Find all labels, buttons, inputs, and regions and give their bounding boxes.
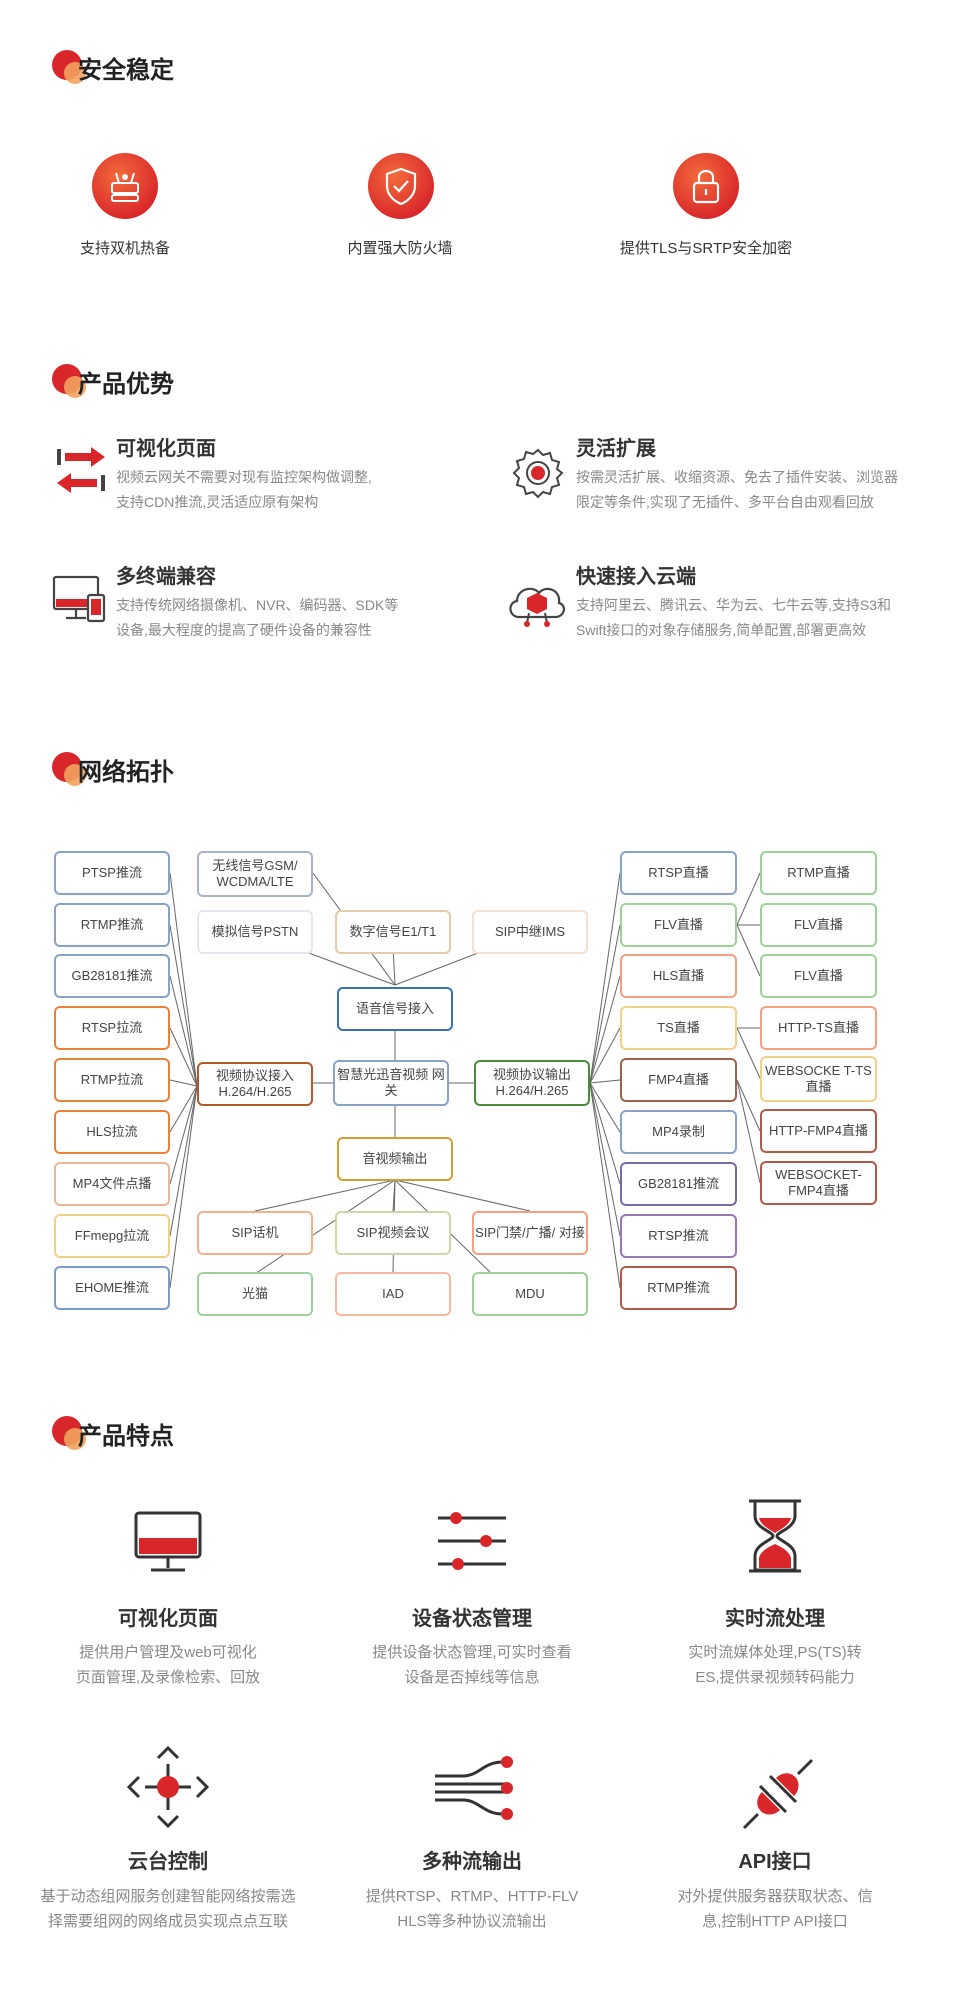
security-item-label: 支持双机热备 [79, 240, 170, 257]
topology-node: SIP中继IMS [472, 910, 588, 954]
feature-title: 云台控制 [128, 1851, 208, 1873]
topology-node: MP4录制 [620, 1110, 737, 1154]
feature-desc: 基于动态组网服务创建智能网络按需选择需要组网的网络成员实现点点互联 [40, 1888, 296, 1930]
advantage-desc: 按需灵活扩展、收缩资源、免去了插件安装、浏览器限定等条件,实现了无插件、多平台自… [576, 469, 898, 510]
plug-icon [740, 1756, 816, 1832]
topology-node: RTSP推流 [620, 1214, 737, 1258]
topology-node: HLS拉流 [54, 1110, 170, 1154]
stream-lines-icon [433, 1756, 515, 1820]
topology-node: RTMP推流 [54, 903, 170, 947]
topology-node: MP4文件点播 [54, 1162, 170, 1206]
topology-node: 光猫 [197, 1272, 313, 1316]
advantage-title: 快速接入云端 [576, 566, 696, 588]
topology-node: IAD [335, 1272, 451, 1316]
topology-node: RTMP直播 [760, 851, 877, 895]
topology-node-voice-access: 语音信号接入 [337, 987, 453, 1031]
feature-title: 可视化页面 [118, 1608, 218, 1630]
topology-node: GB28181推流 [54, 954, 170, 998]
topology-node: FMP4直播 [620, 1058, 737, 1102]
cloud-icon [505, 577, 569, 629]
hourglass-icon [747, 1498, 803, 1574]
feature-title: 实时流处理 [725, 1608, 825, 1630]
topology-node: SIP视频会议 [335, 1211, 451, 1255]
security-item-label: 内置强大防火墙 [347, 240, 453, 257]
gear-icon [512, 447, 564, 499]
topology-node-video-out: 视频协议输出 H.264/H.265 [474, 1060, 590, 1106]
topology-node: FFmepg拉流 [54, 1214, 170, 1258]
feature-title: API接口 [738, 1851, 812, 1873]
topology-node: HTTP-FMP4直播 [760, 1109, 877, 1153]
topology-node-gateway: 智慧光迅音视频 网关 [333, 1060, 449, 1106]
topology-node: SIP门禁/广播/ 对接 [472, 1211, 588, 1255]
advantage-title: 多终端兼容 [116, 566, 216, 588]
lock-icon [673, 153, 739, 219]
feature-title: 设备状态管理 [412, 1608, 532, 1630]
topology-node-video-in: 视频协议接入 H.264/H.265 [197, 1062, 313, 1106]
topology-node: PTSP推流 [54, 851, 170, 895]
monitor-icon [133, 1510, 203, 1574]
sliders-icon [436, 1508, 508, 1574]
topology-node: EHOME推流 [54, 1266, 170, 1310]
topology-node: WEBSOCKET- FMP4直播 [760, 1161, 877, 1205]
transfer-arrows-icon [55, 445, 107, 497]
topology-node-av-output: 音视频输出 [337, 1137, 453, 1181]
topology-node: 无线信号GSM/ WCDMA/LTE [197, 851, 313, 897]
security-item-label: 提供TLS与SRTP安全加密 [619, 240, 793, 257]
shield-icon [368, 153, 434, 219]
topology-node: RTMP拉流 [54, 1058, 170, 1102]
topology-node: RTSP拉流 [54, 1006, 170, 1050]
topology-node: FLV直播 [620, 903, 737, 947]
topology-node: MDU [472, 1272, 588, 1316]
advantage-desc: 视频云网关不需要对现有监控架构做调整,支持CDN推流,灵活适应原有架构 [116, 469, 372, 510]
feature-desc: 对外提供服务器获取状态、信息,控制HTTP API接口 [677, 1888, 873, 1930]
topology-node: FLV直播 [760, 903, 877, 947]
feature-desc: 提供用户管理及web可视化页面管理,及录像检索、回放 [75, 1644, 261, 1686]
advantage-desc: 支持传统网络摄像机、NVR、编码器、SDK等设备,最大程度的提高了硬件设备的兼容… [116, 597, 399, 638]
topology-node: WEBSOCKE T-TS直播 [760, 1056, 877, 1102]
topology-node: SIP话机 [197, 1211, 313, 1255]
topology-node: FLV直播 [760, 954, 877, 998]
multi-device-icon [52, 575, 108, 625]
topology-node: TS直播 [620, 1006, 737, 1050]
topology-node: HTTP-TS直播 [760, 1006, 877, 1050]
topology-node: RTMP推流 [620, 1266, 737, 1310]
router-icon [92, 153, 158, 219]
feature-desc: 提供设备状态管理,可实时查看设备是否掉线等信息 [372, 1644, 572, 1686]
topology-node: GB28181推流 [620, 1162, 737, 1206]
topology-node: RTSP直播 [620, 851, 737, 895]
topology-node: HLS直播 [620, 954, 737, 998]
feature-title: 多种流输出 [422, 1851, 522, 1873]
advantage-title: 可视化页面 [116, 438, 216, 460]
topology-node: 模拟信号PSTN [197, 910, 313, 954]
topology-node: 数字信号E1/T1 [335, 910, 451, 954]
advantage-title: 灵活扩展 [576, 438, 656, 460]
ptz-direction-icon [125, 1744, 211, 1830]
topology-diagram: PTSP推流 RTMP推流 GB28181推流 RTSP拉流 RTMP拉流 HL… [0, 840, 960, 1330]
